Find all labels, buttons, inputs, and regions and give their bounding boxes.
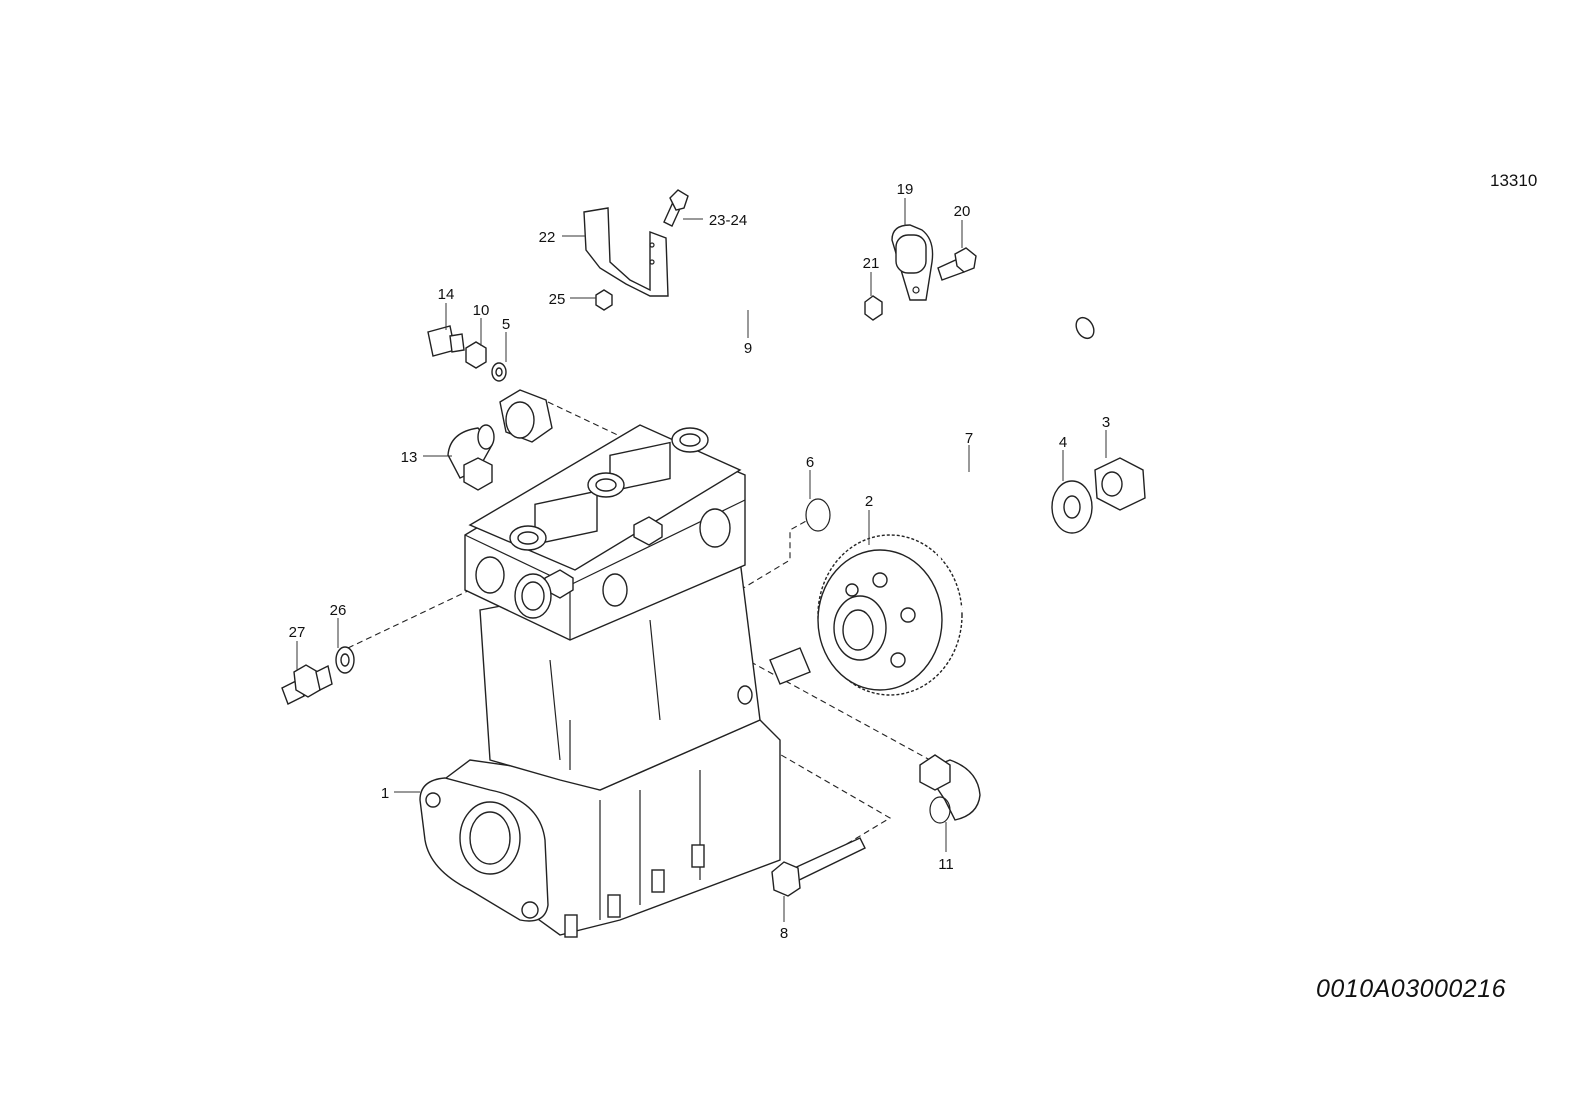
part-27-fitting[interactable] (281, 664, 333, 705)
callout-3: 3 (1102, 414, 1110, 431)
callout-26: 26 (330, 602, 347, 619)
part-5-washer[interactable] (491, 362, 507, 382)
callout-1: 1 (381, 785, 389, 802)
part-23-24-bolt[interactable] (663, 189, 689, 227)
group-code: 13310 (1490, 171, 1538, 190)
callout-9: 9 (744, 340, 752, 357)
callout-7: 7 (965, 430, 973, 447)
part-13-elbow[interactable] (447, 424, 495, 491)
callout-4: 4 (1059, 434, 1067, 451)
callout-5: 5 (502, 316, 510, 333)
callout-14: 14 (438, 286, 455, 303)
callout-2: 2 (865, 493, 873, 510)
part-19-clamp[interactable] (891, 224, 934, 301)
callout-25: 25 (549, 291, 566, 308)
part-11-elbow[interactable] (919, 754, 981, 824)
part-26-washer[interactable] (335, 646, 355, 674)
callout-13: 13 (401, 449, 418, 466)
diagram-reference: 0010A03000216 (1316, 975, 1507, 1003)
part-7-seal-ring[interactable] (928, 463, 1065, 638)
callout-10: 10 (473, 302, 490, 319)
callout-19: 19 (897, 181, 914, 198)
part-8-bolt[interactable] (771, 837, 866, 897)
part-21-nut[interactable] (864, 295, 883, 321)
part-4-washer[interactable] (1051, 480, 1093, 534)
callout-11: 11 (938, 856, 954, 873)
part-9-pipe[interactable] (499, 285, 1097, 443)
part-22-bracket[interactable] (583, 207, 669, 297)
part-25-nut[interactable] (595, 289, 613, 311)
part-10-nut[interactable] (465, 341, 487, 369)
callout-22: 22 (539, 229, 556, 246)
part-2-gear[interactable] (817, 534, 963, 696)
part-20-bolt[interactable] (937, 247, 977, 281)
callout-21: 21 (863, 255, 880, 272)
part-14-fitting[interactable] (427, 325, 465, 357)
callout-20: 20 (954, 203, 971, 220)
part-6-ring[interactable] (805, 498, 831, 532)
callout-27: 27 (289, 624, 306, 641)
part-1-compressor[interactable] (419, 424, 811, 938)
callout-leaders (296, 198, 1107, 922)
callout-8: 8 (780, 925, 788, 942)
part-3-nut[interactable] (1094, 457, 1146, 511)
callout-labels: 1 2 3 4 5 6 7 8 9 10 11 13 14 19 20 21 2… (289, 181, 1111, 942)
callout-23-24: 23-24 (709, 212, 747, 229)
callout-6: 6 (806, 454, 814, 471)
